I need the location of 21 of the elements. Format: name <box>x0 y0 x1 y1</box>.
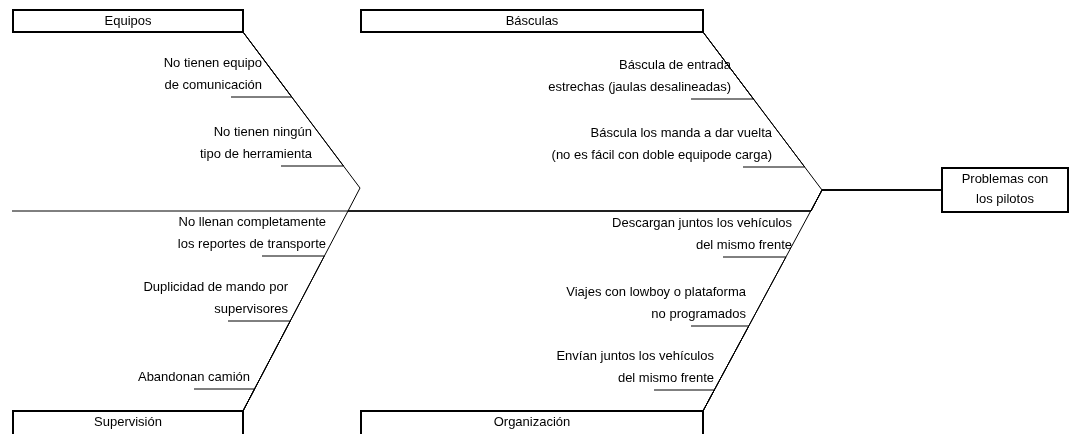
connector-line <box>242 31 344 167</box>
cause-text: No llenan completamente los reportes de transporte <box>177 211 326 255</box>
cause-text: No tienen ningún tipo de herramienta <box>200 121 312 165</box>
problem-box: Problemas con los pilotos <box>941 167 1069 213</box>
connector-line <box>193 388 256 412</box>
category-box: Equipos <box>12 9 244 33</box>
connector-line <box>11 189 942 212</box>
cause-text: Báscula de entrada estrechas (jaulas desalineadas) <box>548 54 731 98</box>
category-box: Básculas <box>360 9 704 33</box>
cause-text: Viajes con lowboy o plataforma no programados <box>566 281 746 325</box>
cause-text: No tienen equipo de comunicación <box>163 52 262 96</box>
cause-text: Envían juntos los vehículos del mismo frente <box>556 345 714 389</box>
cause-text: Duplicidad de mando por supervisores <box>143 276 288 320</box>
connector-line <box>702 31 806 168</box>
cause-text: Abandonan camión <box>137 366 250 388</box>
cause-text: Báscula los manda a dar vuelta (no es fácil con doble equipode carga) <box>551 122 772 166</box>
cause-text: Descargan juntos los vehículos del mismo frente <box>612 212 792 256</box>
connector-line <box>653 389 715 412</box>
connector-line <box>227 320 291 412</box>
category-box: Organización <box>360 410 704 434</box>
category-box: Supervisión <box>12 410 244 434</box>
